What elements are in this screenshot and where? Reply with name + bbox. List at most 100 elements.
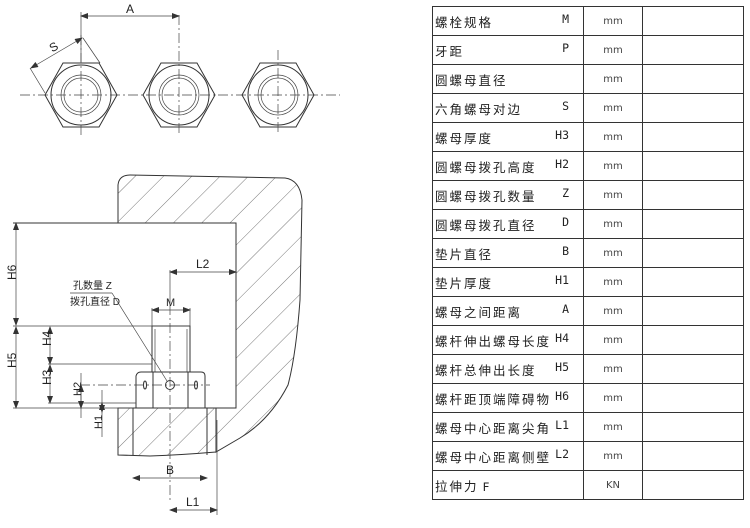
value-cell[interactable]	[642, 209, 744, 239]
unit-cell: mm	[583, 180, 643, 210]
unit-cell: mm	[583, 93, 643, 123]
param-symbol: F	[482, 479, 490, 494]
dimension-H6: H6	[5, 222, 19, 326]
label-H1: H1	[93, 415, 105, 429]
param-name: 螺母厚度	[435, 130, 494, 146]
top-view: A S	[20, 2, 340, 135]
callout-hole-diameter: 拨孔直径 D	[70, 295, 120, 308]
dimension-M: M	[151, 297, 191, 326]
value-cell[interactable]	[642, 470, 744, 500]
unit-cell: mm	[583, 441, 643, 471]
unit-cell: mm	[583, 354, 643, 384]
param-cell: 圆螺母直径	[432, 64, 584, 94]
param-name: 螺杆距顶端障碍物	[435, 391, 552, 407]
param-symbol: D	[562, 214, 569, 229]
value-cell[interactable]	[642, 325, 744, 355]
value-cell[interactable]	[642, 383, 744, 413]
param-symbol: A	[562, 301, 569, 316]
param-symbol: B	[562, 243, 569, 258]
param-name: 垫片厚度	[435, 275, 494, 291]
unit-cell: mm	[583, 122, 643, 152]
base-section	[117, 407, 217, 457]
param-symbol: S	[562, 98, 569, 113]
hex-nut-3	[241, 50, 315, 135]
param-name: 牙距	[435, 43, 465, 59]
unit-cell: mm	[583, 35, 643, 65]
dimension-H1: H1	[93, 390, 105, 437]
dimension-H3: H3	[40, 364, 54, 404]
technical-drawing: A S	[5, 2, 340, 515]
label-H4: H4	[40, 330, 54, 346]
value-cell[interactable]	[642, 151, 744, 181]
param-name: 螺杆伸出螺母长度	[435, 333, 552, 349]
param-symbol: L1	[555, 417, 569, 432]
param-symbol: L2	[555, 446, 569, 461]
dimension-B: B	[132, 463, 208, 481]
value-cell[interactable]	[642, 180, 744, 210]
label-H2: H2	[72, 382, 84, 396]
bolt-shank	[151, 325, 191, 373]
param-symbol: H1	[555, 272, 569, 287]
value-cell[interactable]	[642, 441, 744, 471]
label-A: A	[126, 2, 134, 16]
param-name: 螺栓规格	[435, 14, 494, 30]
param-name: 圆螺母拨孔高度	[435, 159, 537, 175]
value-cell[interactable]	[642, 6, 744, 36]
dimension-H5: H5	[5, 326, 19, 409]
unit-cell: mm	[583, 267, 643, 297]
unit-cell: mm	[583, 209, 643, 239]
section-view: H6 H5 H4 H3 H2 H1	[5, 174, 303, 515]
spec-row: 圆螺母直径 mm	[432, 64, 744, 94]
unit-cell: mm	[583, 64, 643, 94]
value-cell[interactable]	[642, 64, 744, 94]
param-symbol: H4	[555, 330, 569, 345]
unit-cell: mm	[583, 412, 643, 442]
value-cell[interactable]	[642, 238, 744, 268]
param-symbol: Z	[562, 185, 569, 200]
value-cell[interactable]	[642, 412, 744, 442]
param-cell: 圆螺母拨孔直径 D	[432, 209, 584, 239]
unit-cell: mm	[583, 325, 643, 355]
param-name: 圆螺母拨孔数量	[435, 188, 537, 204]
label-L1: L1	[186, 495, 200, 509]
label-H3: H3	[40, 369, 54, 385]
value-cell[interactable]	[642, 122, 744, 152]
value-cell[interactable]	[642, 354, 744, 384]
value-cell[interactable]	[642, 93, 744, 123]
param-cell: 牙距 P	[432, 35, 584, 65]
value-cell[interactable]	[642, 35, 744, 65]
value-cell[interactable]	[642, 296, 744, 326]
param-name: 圆螺母拨孔直径	[435, 217, 537, 233]
param-symbol: M	[562, 11, 569, 26]
param-symbol: P	[562, 40, 569, 55]
unit-cell: mm	[583, 383, 643, 413]
dimension-L1: L1	[169, 420, 218, 515]
value-cell[interactable]	[642, 267, 744, 297]
label-H5: H5	[5, 352, 19, 368]
param-name: 螺母中心距离尖角	[435, 420, 552, 436]
pin-hole-callout: 孔数量 Z 拨孔直径 D	[70, 279, 168, 382]
unit-cell: mm	[583, 151, 643, 181]
param-cell: 垫片厚度 H1	[432, 267, 584, 297]
wall-section	[117, 174, 303, 453]
param-name: 螺母中心距离侧壁	[435, 449, 552, 465]
param-symbol: H5	[555, 359, 569, 374]
param-name: 圆螺母直径	[435, 72, 508, 88]
